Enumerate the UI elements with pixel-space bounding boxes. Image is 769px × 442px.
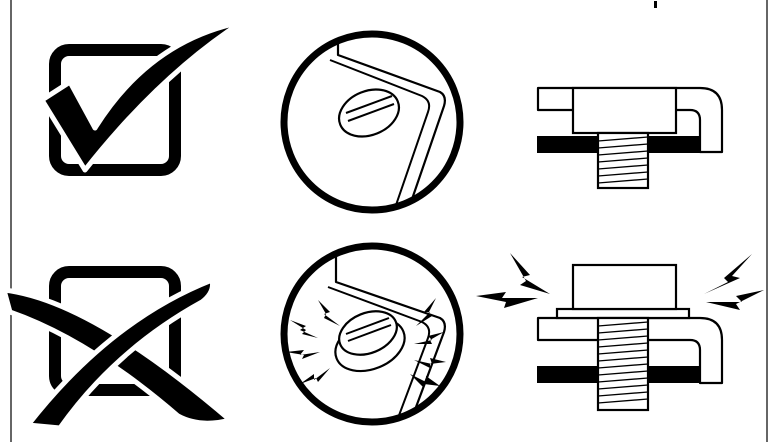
- screw-seated-cross-section-icon: [536, 86, 724, 190]
- row-correct: [39, 19, 724, 214]
- checkbox-check-icon: [39, 19, 245, 176]
- checkbox-cross-icon: [1, 266, 233, 431]
- overtightened-screw-detail-icon: [280, 242, 464, 426]
- row-incorrect: [1, 242, 764, 431]
- corner-mark: [654, 1, 657, 8]
- flush-screw-detail-icon: [280, 30, 464, 214]
- stress-spark-icon: [476, 253, 764, 310]
- screw-raised-cross-section-icon: [476, 253, 764, 412]
